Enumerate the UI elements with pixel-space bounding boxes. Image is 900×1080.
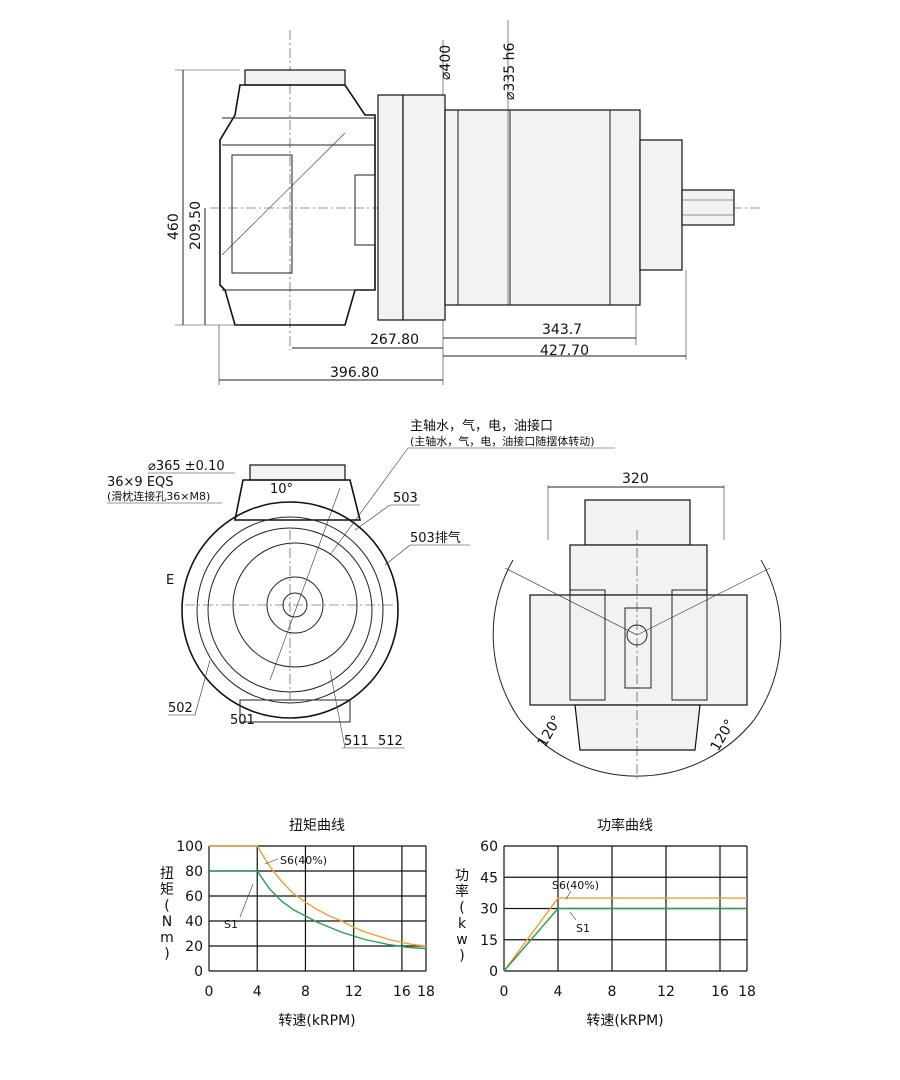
series-line-s6 (503, 897, 747, 972)
connector-block (639, 139, 683, 271)
s1-label: S1 (224, 918, 238, 931)
y-axis-label-char: ) (164, 946, 169, 962)
y-axis-label-char: 率 (455, 883, 469, 900)
series-line-s1 (503, 907, 747, 972)
x-tick-label: 18 (417, 984, 435, 1000)
dim-height-460: 460 (166, 213, 182, 240)
angle-10: 10° (270, 482, 293, 497)
s6-label: S6(40%) (552, 879, 599, 892)
power-chart: 功率曲线 0 4 8 12 16 18 0 15 30 45 60 转速(kRPM) 功率(kw) S6(4… (455, 817, 756, 1029)
s6-leader (565, 890, 572, 900)
eqs-note: (滑枕连接孔36×M8) (107, 489, 210, 503)
angle-120-right: 120° (708, 717, 739, 754)
label-501: 501 (230, 713, 255, 728)
s1-label: S1 (576, 922, 590, 935)
x-axis-label: 转速(kRPM) (278, 1013, 355, 1029)
front-outer-flange (181, 501, 399, 719)
dim-width-343: 343.7 (542, 322, 582, 338)
label-E: E (166, 573, 174, 588)
dim-width-427: 427.70 (540, 343, 589, 359)
y-axis-label-char: m (160, 930, 174, 946)
y-tick-label: 60 (480, 839, 498, 855)
s6-leader (264, 858, 279, 865)
torque-chart: 扭矩曲线 0 4 8 12 16 18 0 20 40 60 80 100 转速(kRPM) 扭矩(Nm) S… (160, 818, 435, 1029)
front-top-cap (249, 464, 346, 481)
angle-120-left: 120° (535, 713, 566, 750)
y-axis-label-char: N (162, 914, 172, 930)
front-view: 主轴水，气，电，油接口 (主轴水，气，电，油接口随摆体转动) ⌀365 ±0.1… (107, 418, 615, 749)
x-tick-label: 16 (711, 984, 729, 1000)
label-503: 503 (393, 491, 418, 506)
label-511: 511 (344, 734, 369, 749)
x-tick-label: 12 (657, 984, 675, 1000)
output-shaft (681, 189, 735, 226)
label-503-exhaust: 503排气 (410, 530, 461, 546)
y-tick-label: 30 (480, 902, 498, 918)
y-tick-label: 40 (185, 914, 203, 930)
side-view: 460 209.50 ⌀400 ⌀335 h6 267.80 343.7 427… (166, 20, 760, 385)
y-tick-label: 15 (480, 933, 498, 949)
dim-diameter-400: ⌀400 (438, 45, 454, 80)
eqs-label: 36×9 EQS (107, 475, 174, 490)
rear-body (529, 594, 748, 706)
dim-height-209: 209.50 (188, 201, 204, 250)
flange-ring (402, 94, 446, 321)
y-axis-label-char: ) (459, 948, 464, 964)
flange-plate (377, 94, 404, 321)
rear-top-block (584, 499, 691, 546)
x-tick-label: 16 (393, 984, 411, 1000)
y-axis-label-char: 功 (455, 868, 469, 884)
label-502: 502 (168, 701, 193, 716)
head-top-cap (244, 69, 346, 86)
x-tick-label: 0 (205, 984, 214, 1000)
y-axis-label-char: ( (459, 900, 464, 916)
label-512: 512 (378, 734, 403, 749)
y-axis-label-char: ( (164, 898, 169, 914)
y-tick-label: 80 (185, 864, 203, 880)
x-tick-label: 0 (500, 984, 509, 1000)
head-body (219, 84, 376, 326)
connector-label: 主轴水，气，电，油接口 (410, 418, 553, 434)
series-line-s1 (209, 870, 427, 950)
y-axis-label-char: k (458, 916, 467, 932)
y-tick-label: 45 (480, 870, 498, 886)
series-line-s6 (209, 845, 427, 947)
y-tick-label: 20 (185, 939, 203, 955)
y-axis-label-char: 矩 (160, 882, 174, 898)
dim-diameter-335: ⌀335 h6 (502, 43, 518, 100)
x-tick-label: 18 (738, 984, 756, 1000)
x-axis-label: 转速(kRPM) (586, 1013, 663, 1029)
chart-title: 扭矩曲线 (289, 818, 345, 834)
x-tick-label: 8 (301, 984, 310, 1000)
motor-housing (444, 109, 641, 306)
y-tick-label: 0 (489, 964, 498, 980)
y-tick-label: 0 (194, 964, 203, 980)
head-window (231, 154, 293, 274)
dim-width-396: 396.80 (330, 365, 379, 381)
y-axis-label-char: 扭 (160, 866, 174, 882)
chart-title: 功率曲线 (597, 817, 653, 834)
x-tick-label: 4 (554, 984, 563, 1000)
dim-diameter-365: ⌀365 ±0.10 (148, 459, 225, 474)
dim-width-267: 267.80 (370, 332, 419, 348)
dim-width-320: 320 (622, 471, 649, 487)
s1-leader (239, 883, 254, 918)
x-tick-label: 4 (253, 984, 262, 1000)
y-axis-label-char: w (456, 932, 467, 948)
x-tick-label: 12 (345, 984, 363, 1000)
x-tick-label: 8 (608, 984, 617, 1000)
y-tick-label: 100 (176, 839, 203, 855)
y-tick-label: 60 (185, 889, 203, 905)
s6-label: S6(40%) (280, 854, 327, 867)
rear-view: 320 120° 120° (492, 471, 782, 780)
s1-leader (569, 911, 577, 921)
connector-note: (主轴水，气，电，油接口随摆体转动) (410, 434, 595, 448)
